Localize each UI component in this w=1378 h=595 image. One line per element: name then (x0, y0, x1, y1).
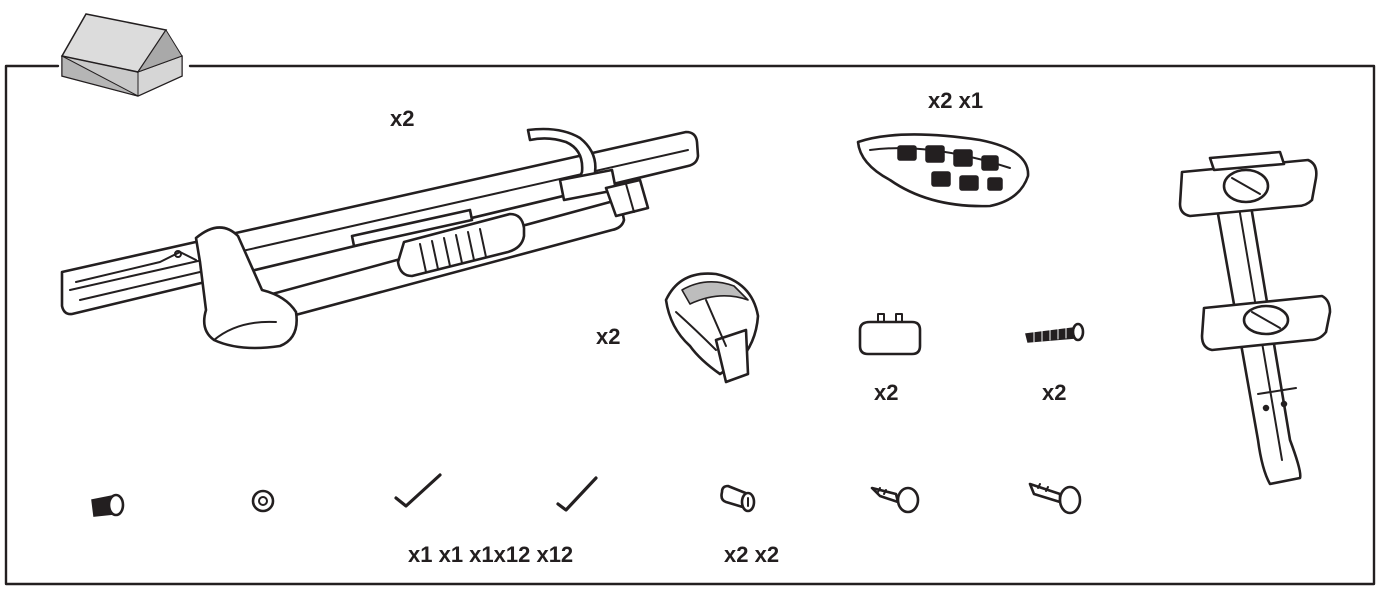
washer (251, 489, 275, 513)
key-two (1028, 482, 1082, 515)
frame-border (4, 64, 1376, 586)
hex-key-small (556, 476, 598, 512)
qty-small-hardware: x1 x1 x1x12 x12 (408, 542, 574, 567)
qty-strap-ratchet: x2 (596, 324, 621, 349)
qty-fork-mount-arm: x2 (390, 106, 415, 131)
hex-key-large (394, 473, 442, 508)
lock-cylinder (720, 484, 756, 513)
qty-long-bolt: x2 (1042, 380, 1067, 405)
qty-lock-and-keys: x2 x2 (724, 542, 780, 567)
key-one (870, 486, 920, 514)
end-cap (858, 313, 922, 356)
qty-wheel-tray: x2 x1 (928, 88, 984, 113)
strap-ratchet (664, 272, 760, 384)
long-bolt (1025, 322, 1085, 343)
short-bolt (91, 493, 125, 517)
fork-mount-arm (60, 127, 700, 350)
qty-end-cap: x2 (874, 380, 899, 405)
open-box-icon (60, 13, 183, 97)
upright-frame (1178, 150, 1332, 486)
wheel-tray (856, 133, 1030, 208)
